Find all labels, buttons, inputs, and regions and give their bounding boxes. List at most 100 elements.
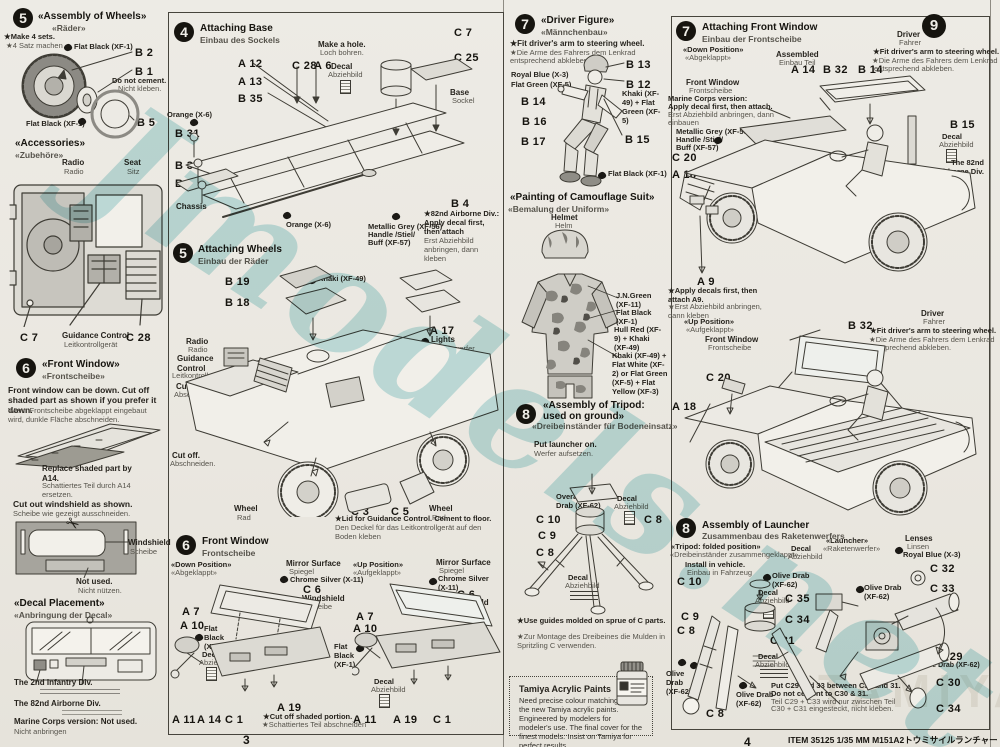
label-decal-8-de: Abziehbild xyxy=(755,596,790,605)
part-c9: C 9 xyxy=(538,530,557,542)
part-b4: B 4 xyxy=(451,198,470,210)
note-replace-a14: Replace shaded part by A14. xyxy=(42,464,132,483)
chassis-base-diagram xyxy=(175,58,473,218)
part-a19: A 19 xyxy=(277,702,302,714)
label-seat: Seat xyxy=(124,158,141,167)
decal-chip xyxy=(624,511,635,525)
part-c35: C 35 xyxy=(785,593,810,605)
part-b1: B 1 xyxy=(135,66,154,78)
note-install-vehicle: Install in vehicle. xyxy=(685,560,746,569)
label-windshield: Windshield xyxy=(128,538,171,547)
part-c34: C 34 xyxy=(785,614,810,626)
driver-figure-subtitle: «Männchenbau» xyxy=(541,27,608,37)
label-decal-5-de: Abziehbild xyxy=(565,581,600,590)
part-c28: C 28 xyxy=(292,60,317,72)
part-b32-2: B 32 xyxy=(848,320,873,332)
color-olive-c10: Olive Drab (XF-62) xyxy=(772,571,810,589)
section-front-window: «Front Window» xyxy=(42,359,120,370)
decal-2nd-infantry: The 2nd Infantry Div. xyxy=(14,678,93,687)
note-install-vehicle-de: Einbau in Fahrzeug xyxy=(687,568,753,577)
section-accessories: «Accessories» xyxy=(15,138,86,149)
note-make-hole-de: Loch bohren. xyxy=(320,48,364,57)
attach-wheels-diagram xyxy=(185,265,499,517)
part-b5: B 5 xyxy=(137,117,156,129)
color-flat-black-5: Flat Black (XF-1) xyxy=(608,169,667,178)
driver-figure-title: «Driver Figure» xyxy=(541,15,615,26)
label-wheel-r: Wheel xyxy=(429,504,453,513)
part-c7: C 7 xyxy=(454,27,473,39)
label-decal-6: Decal xyxy=(942,132,963,141)
decal-stripes xyxy=(760,669,788,679)
part-c8-l: C 8 xyxy=(536,547,555,559)
tripod-folded-diagram xyxy=(682,579,817,715)
decal-strip xyxy=(40,689,120,696)
camo-title: «Painting of Camouflage Suit» xyxy=(510,192,655,203)
step-6b-badge: 6 xyxy=(176,535,196,555)
label-decal-3: Decal xyxy=(374,677,395,686)
note-make-hole: Make a hole. xyxy=(318,40,366,49)
label-lenses: Lenses xyxy=(905,534,933,543)
note-fit-arm-3-de2: entsprechend abkleben. xyxy=(871,343,952,352)
part-a10-2: A 10 xyxy=(353,623,378,635)
color-orange-2: Orange (X-6) xyxy=(286,220,332,229)
note-82nd-airborne-de: Erst Abziehbild anbringen, dann kleben xyxy=(424,236,479,263)
page-number-4: 4 xyxy=(744,735,751,747)
attach-window-title: Attaching Front Window xyxy=(702,22,818,33)
label-up-2-de: «Aufgeklappt» xyxy=(686,325,734,334)
note-put-launcher: Put launcher on. xyxy=(534,440,597,449)
note-lid-guidance: ★Lid for Guidance Control. Cement to flo… xyxy=(335,514,492,523)
windshield-cut-diagram: ✂ xyxy=(15,516,137,578)
part-c10-2: C 10 xyxy=(677,576,702,588)
color-orange: Orange (X-6) xyxy=(167,110,213,119)
label-decal-7: Decal xyxy=(791,544,812,553)
note-make-4-sets-de: ★4 Satz machen xyxy=(6,41,63,50)
jeep-up-diagram xyxy=(684,329,977,516)
label-decal-5: Decal xyxy=(568,573,589,582)
color-metallic-grey: Metallic Grey (XF-56) xyxy=(368,222,443,231)
camo-color-1: J.N.Green (XF-11) xyxy=(616,291,652,309)
step6-title: Front Window xyxy=(202,536,269,547)
color-royal-2: Royal Blue (X-3) xyxy=(903,550,961,559)
label-decal-9: Decal xyxy=(758,652,779,661)
part-c9-2: C 9 xyxy=(681,611,700,623)
label-decal-4-de: Abziehbild xyxy=(614,502,649,511)
label-down-position-de: «Abgeklappt» xyxy=(171,568,217,577)
label-mirror-de: Spiegel xyxy=(289,567,315,576)
part-c8-2: C 8 xyxy=(677,625,696,637)
note-fit-arm-de2: entsprechend abkleben. xyxy=(510,56,591,65)
jeep-down-diagram xyxy=(679,75,976,274)
note-cut-out-de: Scheibe wie gezeigt ausschneiden. xyxy=(13,509,131,518)
decal-marine: Marine Corps version: Not used. xyxy=(14,717,138,726)
part-a18-2: A 18 xyxy=(672,401,697,413)
decal-placement-diagram xyxy=(25,616,157,684)
color-chrome-2: Chrome Silver (X-11) xyxy=(438,574,489,592)
label-up-position-de: «Aufgeklappt» xyxy=(353,568,401,577)
note-fit-arm-de1: ★Die Arme des Fahrers dem Lenkrad xyxy=(510,48,636,57)
label-mirror-2: Mirror Surface xyxy=(436,558,491,567)
label-decal-de: Abziehbild xyxy=(328,70,363,79)
note-fit-arm-3: ★Fit driver's arm to steering wheel. xyxy=(870,326,997,335)
label-wheel-r-de: Rad xyxy=(432,513,446,522)
part-b35: B 35 xyxy=(238,93,263,105)
decal-marine-de: Nicht anbringen xyxy=(14,727,67,736)
part-b13: B 13 xyxy=(626,59,651,71)
part-b18: B 18 xyxy=(225,297,250,309)
decal-chip xyxy=(379,694,390,708)
label-guidance-2: Guidance Control xyxy=(177,354,214,373)
color-khaki-green: Khaki (XF-49) + Flat Green (XF-5) xyxy=(622,89,661,125)
part-c5: C 5 xyxy=(391,506,410,518)
part-b16: B 16 xyxy=(522,116,547,128)
tripod-diagram xyxy=(524,473,654,615)
label-mirror: Mirror Surface xyxy=(286,559,341,568)
label-mirror-2-de: Spiegel xyxy=(439,566,465,575)
camo-color-3: Hull Red (XF-9) + Khaki (XF-49) xyxy=(614,325,662,352)
label-decal-9-de: Abziehbild xyxy=(755,660,790,669)
note-fit-arm-2-de1: ★Die Arme des Fahrers dem Lenkrad xyxy=(872,56,998,65)
section-front-window-de: «Frontscheibe» xyxy=(42,371,105,381)
note-marine-1: Marine Corps version: xyxy=(668,94,748,103)
part-c7: C 7 xyxy=(20,332,39,344)
camo-color-4: Khaki (XF-49) + Flat White (XF-2) or Fla… xyxy=(612,351,668,396)
note-make-4-sets: ★Make 4 sets. xyxy=(4,32,55,41)
label-lights: Lights xyxy=(431,335,455,344)
